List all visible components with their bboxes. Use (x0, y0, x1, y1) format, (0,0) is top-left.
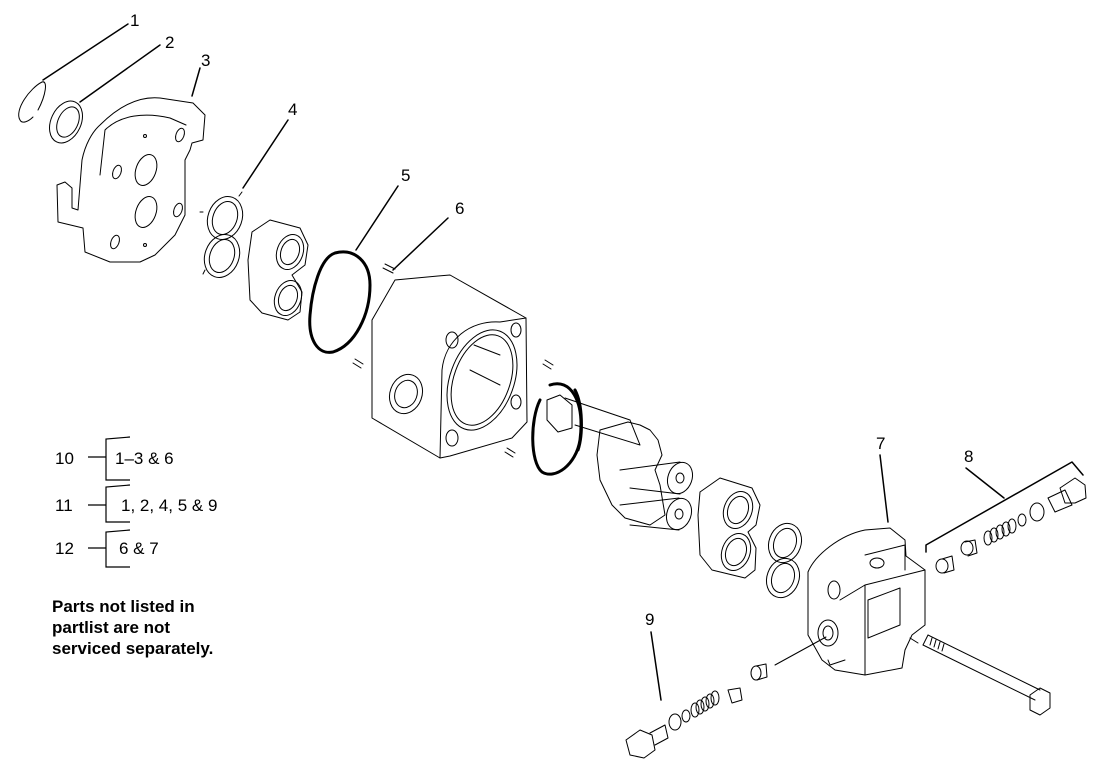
callout-4: 4 (288, 100, 298, 119)
callout-2: 2 (165, 33, 175, 52)
part-1-retaining-ring (18, 81, 46, 123)
callout-9: 9 (645, 610, 655, 629)
part-5-oring-front (308, 250, 372, 354)
callout-7: 7 (876, 434, 886, 453)
part-5-oring-rear (531, 382, 583, 476)
kit-contents-12: 6 & 7 (119, 539, 159, 558)
kit-number-10: 10 (55, 449, 74, 468)
note-line-3: serviced separately. (52, 639, 214, 658)
bearing-block-rear (697, 477, 761, 579)
part-8-relief-valve-assembly (925, 461, 1087, 574)
callout-5: 5 (401, 166, 411, 185)
part-6-dowel-pins (352, 263, 554, 458)
part-4-backup-gasket-front (199, 191, 244, 278)
note-line-2: partlist are not (52, 618, 171, 637)
part-2-shaft-seal (49, 100, 83, 144)
note-line-1: Parts not listed in (52, 597, 195, 616)
service-note: Parts not listed in partlist are not ser… (52, 596, 213, 659)
callout-3: 3 (201, 51, 211, 70)
kit-contents-10: 1–3 & 6 (115, 449, 174, 468)
kit-brackets (88, 436, 131, 568)
callout-6: 6 (455, 199, 465, 218)
callout-1: 1 (130, 11, 140, 30)
part-4-backup-gasket-rear (765, 522, 803, 599)
callout-8: 8 (964, 447, 974, 466)
through-bolt (909, 634, 1051, 716)
kit-number-12: 12 (55, 539, 74, 558)
leader-lines (42, 23, 1005, 701)
part-7-rear-cover (807, 527, 926, 676)
kit-number-11: 11 (55, 496, 73, 515)
part-3-front-cover (56, 97, 206, 263)
pump-body-housing (371, 274, 528, 459)
part-9-valve-plug-set (625, 636, 827, 759)
bearing-block-front (247, 219, 309, 321)
drive-shaft-gears (546, 394, 694, 531)
kit-contents-11: 1, 2, 4, 5 & 9 (121, 496, 218, 515)
